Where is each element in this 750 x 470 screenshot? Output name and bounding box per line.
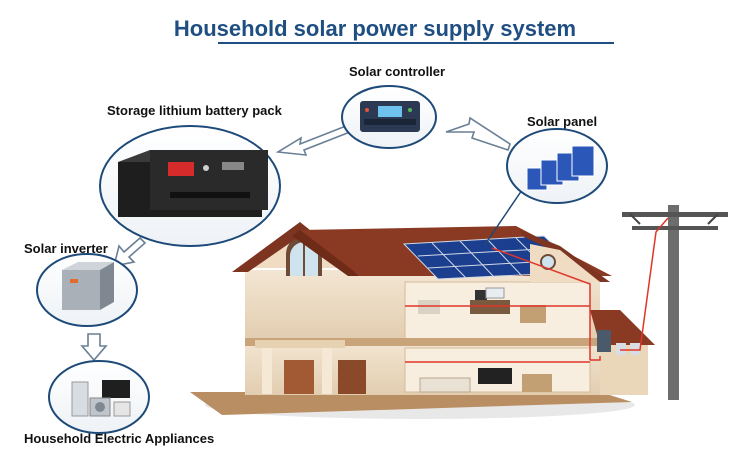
label-solar-panel: Solar panel <box>527 114 598 129</box>
inverter-icon <box>62 262 114 310</box>
bubble-battery-pack <box>99 125 281 247</box>
utility-pole <box>622 205 728 400</box>
flow-arrows <box>80 116 511 362</box>
label-household-appliances: Household Electric Appliances <box>24 431 215 446</box>
title-underline <box>218 42 614 44</box>
label-battery-pack: Storage lithium battery pack <box>107 103 282 118</box>
house-wiring <box>405 217 669 363</box>
arrow-controller-to-battery <box>275 125 352 156</box>
house <box>190 222 655 415</box>
panel-connector-line <box>483 189 523 247</box>
solar-panel-icon <box>526 145 595 191</box>
arrow-panel-to-controller <box>445 116 511 152</box>
bubble-solar-panel <box>506 128 608 204</box>
battery-rack-icon <box>118 150 268 217</box>
bubble-solar-controller <box>341 85 437 149</box>
bubble-household-appliances <box>48 360 150 434</box>
arrow-inverter-to-appliances <box>80 333 108 362</box>
bubble-solar-inverter <box>36 253 138 327</box>
label-solar-controller: Solar controller <box>349 64 446 79</box>
arrow-battery-to-inverter <box>112 236 147 268</box>
label-solar-inverter: Solar inverter <box>24 241 108 256</box>
appliances-icon <box>71 380 131 417</box>
diagram-title: Household solar power supply system <box>173 16 577 41</box>
